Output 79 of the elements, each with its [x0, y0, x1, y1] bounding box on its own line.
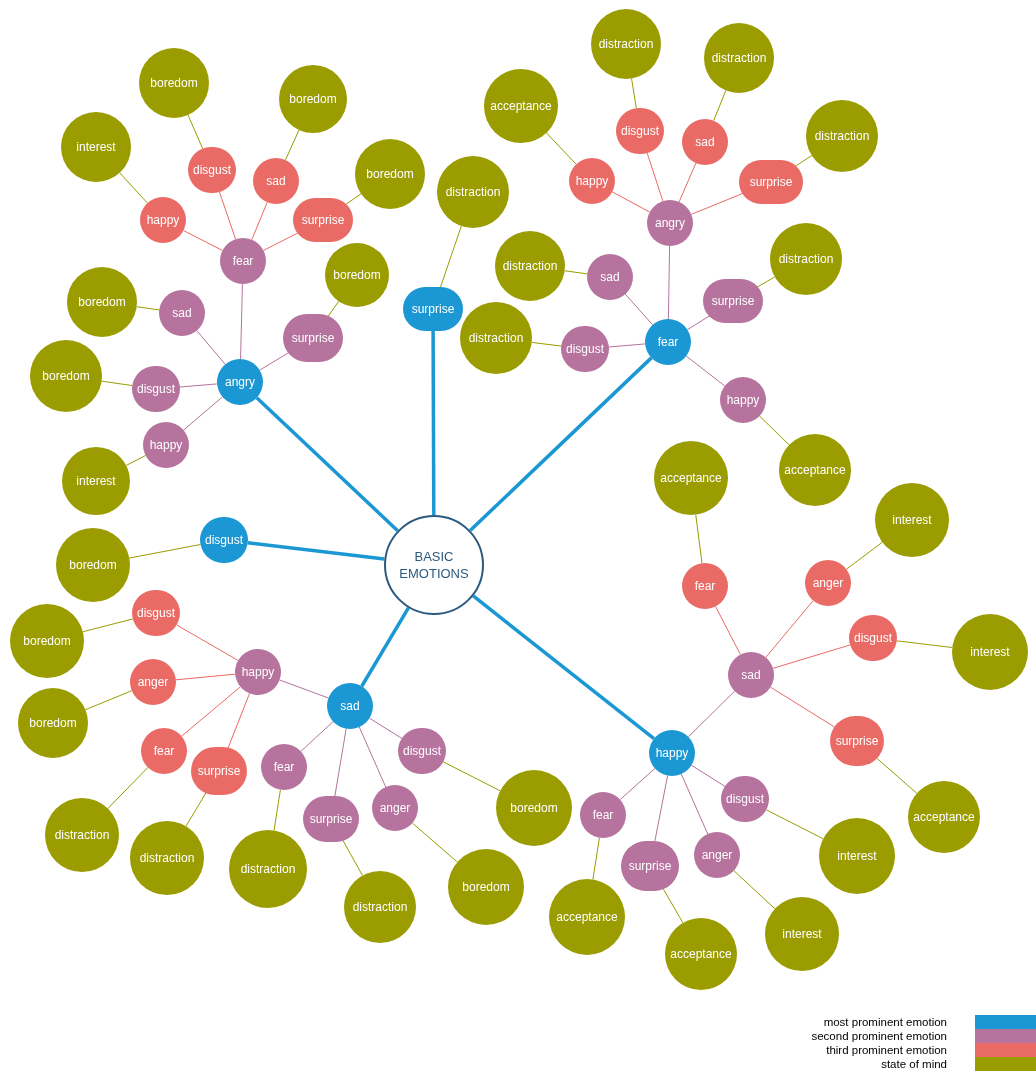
connector-line — [469, 356, 653, 532]
connector-line — [619, 767, 656, 801]
connector-line — [662, 887, 684, 924]
connector-line — [119, 172, 148, 204]
connector-line — [84, 690, 133, 711]
connector-line — [334, 728, 347, 797]
connector-line — [369, 717, 403, 739]
connector-line — [247, 541, 385, 561]
connector-line — [187, 114, 204, 150]
connector-line — [765, 809, 824, 840]
connector-line — [624, 293, 654, 326]
legend-text: third prominent emotion — [826, 1043, 947, 1057]
connector-line — [545, 132, 577, 165]
connector-line — [756, 276, 776, 288]
connector-line — [564, 270, 588, 275]
connector-line — [279, 679, 329, 699]
connector-line — [687, 690, 736, 738]
connector-line — [273, 789, 281, 831]
connector-line — [411, 822, 458, 863]
connector-line — [358, 726, 387, 788]
connector-line — [255, 396, 399, 532]
connector-line — [442, 761, 501, 792]
connector-line — [678, 162, 697, 203]
connector-line — [631, 78, 637, 109]
connector-line — [686, 314, 711, 331]
connector-line — [251, 201, 268, 241]
connector-line — [218, 191, 237, 240]
connector-line — [439, 225, 462, 289]
connector-line — [611, 191, 651, 213]
connector-line — [772, 644, 851, 669]
connector-line — [690, 192, 744, 215]
connector-line — [654, 775, 669, 842]
connector-line — [733, 870, 776, 910]
connector-line — [608, 343, 646, 348]
connector-line — [472, 594, 656, 741]
connector-line — [713, 89, 727, 122]
connector-line — [196, 330, 226, 365]
connector-line — [695, 514, 703, 564]
connector-line — [592, 837, 600, 880]
connector-line — [646, 152, 664, 202]
connector-line — [259, 351, 290, 371]
connector-line — [690, 764, 726, 787]
connector-line — [360, 607, 410, 688]
connector-line — [175, 673, 236, 681]
legend-text: state of mind — [881, 1057, 947, 1071]
connector-line — [793, 155, 813, 168]
legend-text: most prominent emotion — [823, 1015, 947, 1029]
connector-line — [300, 721, 334, 752]
connector-line — [183, 396, 223, 431]
connector-line — [240, 283, 243, 360]
connector-line — [876, 757, 918, 794]
connector-line — [685, 355, 726, 387]
connector-line — [284, 129, 300, 161]
connector-line — [128, 544, 201, 559]
connector-line — [227, 692, 251, 749]
connector-line — [136, 306, 160, 311]
connector-line — [344, 193, 362, 206]
connector-line — [125, 455, 147, 466]
connector-line — [770, 686, 836, 728]
connector-line — [765, 600, 814, 658]
connector-line — [431, 331, 436, 515]
connector-line — [101, 380, 133, 387]
connector-line — [182, 230, 224, 251]
connector-line — [176, 624, 239, 661]
connector-line — [342, 839, 363, 877]
connector-line — [262, 232, 299, 251]
connector-line — [531, 341, 562, 347]
connector-line — [185, 791, 207, 827]
connector-line — [759, 415, 790, 446]
connector-line — [82, 618, 134, 633]
connector-line — [181, 686, 241, 737]
connector-line — [896, 640, 953, 648]
legend-text: second prominent emotion — [811, 1029, 947, 1043]
connector-line — [845, 541, 883, 570]
connector-line — [667, 245, 671, 320]
connector-line — [680, 773, 709, 835]
connector-line — [107, 766, 149, 809]
connector-line — [715, 605, 741, 656]
connector-line — [179, 383, 218, 388]
